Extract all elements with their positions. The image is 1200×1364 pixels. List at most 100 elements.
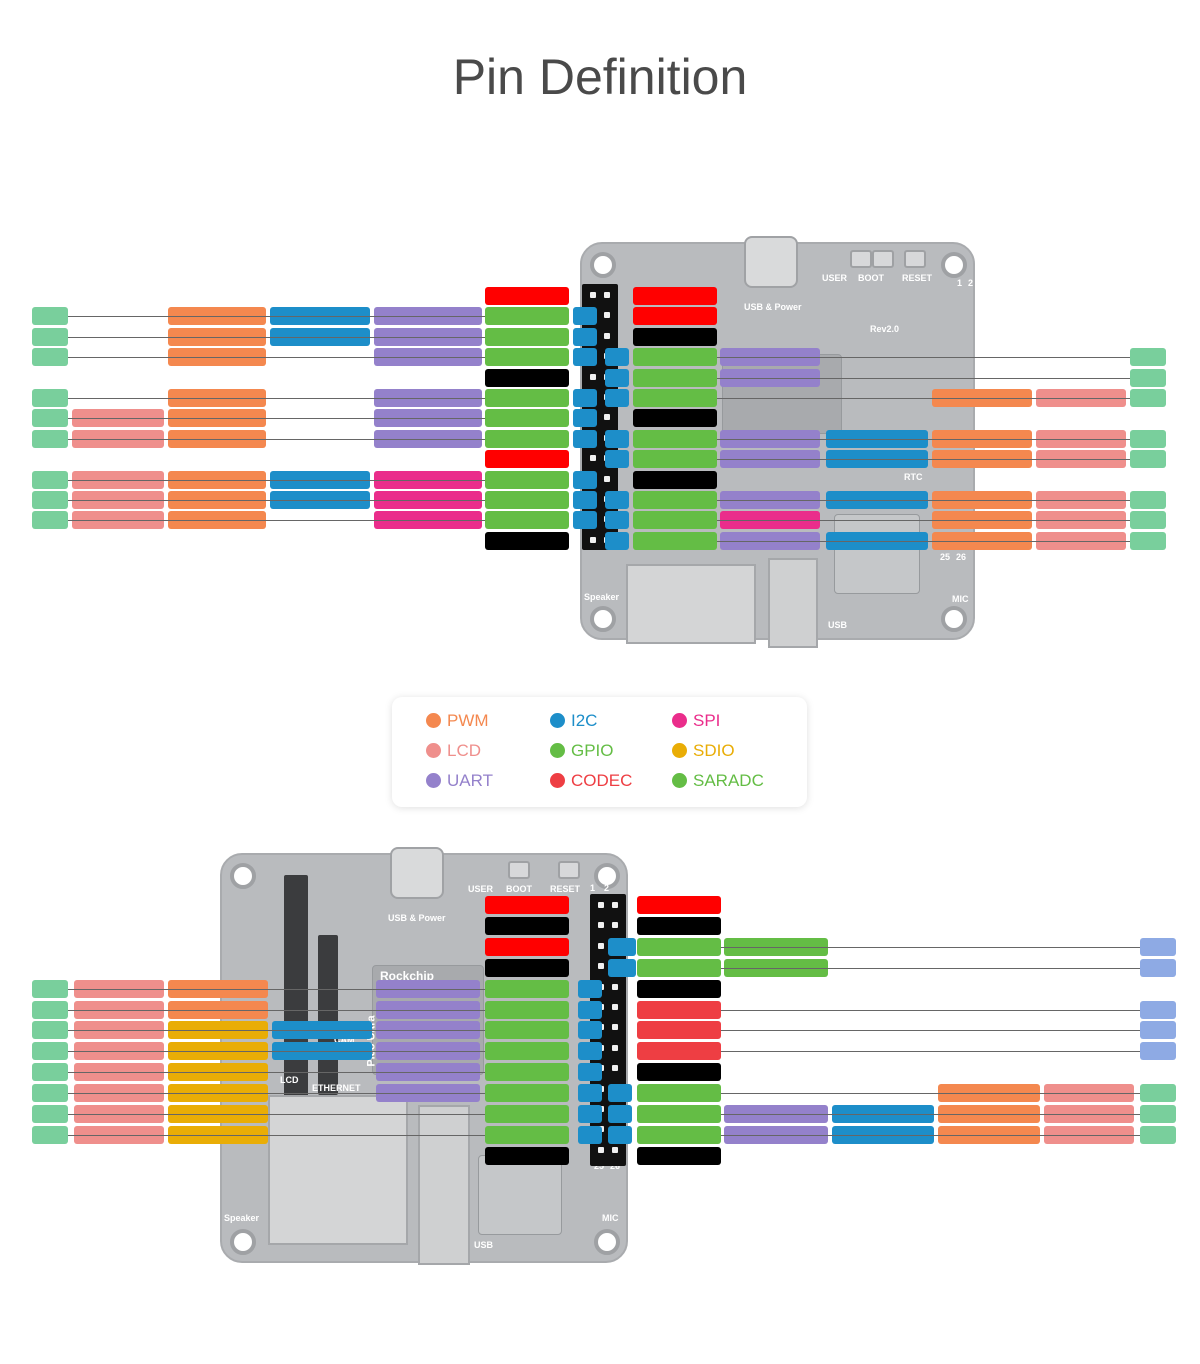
header-pin xyxy=(612,1024,618,1031)
mount-hole xyxy=(594,1229,620,1255)
pin-label xyxy=(633,531,717,550)
silk-lcd: LCD xyxy=(280,1075,299,1085)
mount-hole xyxy=(590,606,616,632)
connector-line xyxy=(68,1051,485,1053)
header-pin xyxy=(612,1065,618,1072)
pin-number xyxy=(605,531,629,550)
voltage-tag xyxy=(1130,531,1166,550)
pin-number xyxy=(573,470,597,489)
voltage-tag xyxy=(1140,1042,1176,1061)
connector-line xyxy=(68,398,485,399)
header-pin xyxy=(612,983,618,990)
legend-dot-icon xyxy=(672,743,687,758)
connector-line xyxy=(717,357,1130,359)
voltage-tag xyxy=(1130,429,1166,448)
silk-usb-power: USB & Power xyxy=(744,302,802,312)
wifi-module xyxy=(834,514,920,594)
silk-usb: USB xyxy=(474,1240,494,1250)
pin-label xyxy=(485,1042,569,1061)
connector-line xyxy=(68,1114,485,1115)
silk-rtc: RTC xyxy=(904,472,923,482)
pin-number xyxy=(573,327,597,346)
voltage-tag xyxy=(1140,937,1176,956)
pin-label xyxy=(633,368,717,387)
silk-boot: BOOT xyxy=(506,884,532,894)
pin-number xyxy=(608,1105,632,1123)
pin-label xyxy=(485,470,569,489)
pin-number xyxy=(573,491,597,509)
legend-dot-icon xyxy=(550,713,565,728)
pin-label xyxy=(637,916,721,935)
connector-line xyxy=(721,967,1140,969)
pin-number xyxy=(605,450,629,469)
voltage-tag xyxy=(1130,511,1166,530)
voltage-tag xyxy=(32,1042,68,1061)
voltage-tag xyxy=(32,470,68,489)
legend-label: SPI xyxy=(693,711,721,730)
connector-line xyxy=(68,479,485,481)
pin-label xyxy=(637,896,721,914)
silk-user: USER xyxy=(468,884,494,894)
pin-label xyxy=(485,1125,569,1144)
silk-pin26: 26 xyxy=(610,1161,621,1171)
mount-hole xyxy=(594,863,620,889)
voltage-tag xyxy=(32,348,68,367)
pin-number xyxy=(573,409,597,428)
connector-line xyxy=(717,520,1130,522)
pin-number xyxy=(578,1063,602,1082)
pin-label xyxy=(485,958,569,977)
connector-line xyxy=(68,438,485,440)
pin-number xyxy=(605,511,629,530)
silk-pin1: 1 xyxy=(590,883,596,893)
connector-line xyxy=(68,357,485,359)
pin-label xyxy=(485,409,569,428)
header-pin xyxy=(590,536,596,543)
legend-label: LCD xyxy=(447,741,482,760)
pin-number xyxy=(578,1042,602,1061)
pin-number xyxy=(573,389,597,407)
pin-label xyxy=(633,348,717,367)
voltage-tag xyxy=(1130,389,1166,407)
pin-number xyxy=(578,1105,602,1123)
header-pin xyxy=(604,312,610,319)
legend-dot-icon xyxy=(550,773,565,788)
voltage-tag xyxy=(1130,450,1166,469)
header-pin xyxy=(598,963,604,970)
pin-label xyxy=(485,1000,569,1019)
silk-boot: BOOT xyxy=(858,273,884,283)
pin-label xyxy=(485,1063,569,1082)
connector-line xyxy=(721,1114,1140,1115)
lcd-fpc-connector xyxy=(284,875,308,1125)
connector-line xyxy=(717,540,1130,542)
usb-a-port xyxy=(418,1105,470,1265)
silk-pin2: 2 xyxy=(968,278,974,288)
pin-label xyxy=(637,1084,721,1103)
pin-number xyxy=(605,491,629,509)
camera-connector xyxy=(318,935,338,1095)
voltage-tag xyxy=(32,429,68,448)
silk-rev: Rev2.0 xyxy=(870,324,900,334)
connector-line xyxy=(68,1030,485,1032)
silk-usb: USB xyxy=(828,620,848,630)
pin-number xyxy=(573,429,597,448)
connector-line xyxy=(68,336,485,338)
silk-pin25: 25 xyxy=(940,552,951,562)
legend-dot-icon xyxy=(426,773,441,788)
pin-number xyxy=(573,348,597,367)
legend-label: UART xyxy=(447,771,493,790)
legend-item: SPI xyxy=(672,711,720,731)
pin-number xyxy=(578,1125,602,1144)
boot-button xyxy=(872,250,894,268)
pin-label xyxy=(633,470,717,489)
voltage-tag xyxy=(32,1125,68,1144)
pin-label xyxy=(633,429,717,448)
voltage-tag xyxy=(1140,1000,1176,1019)
connector-line xyxy=(717,398,1130,399)
pin-number xyxy=(578,1000,602,1019)
pin-number xyxy=(608,1125,632,1144)
mount-hole xyxy=(230,1229,256,1255)
connector-line xyxy=(717,438,1130,440)
voltage-tag xyxy=(32,1021,68,1040)
